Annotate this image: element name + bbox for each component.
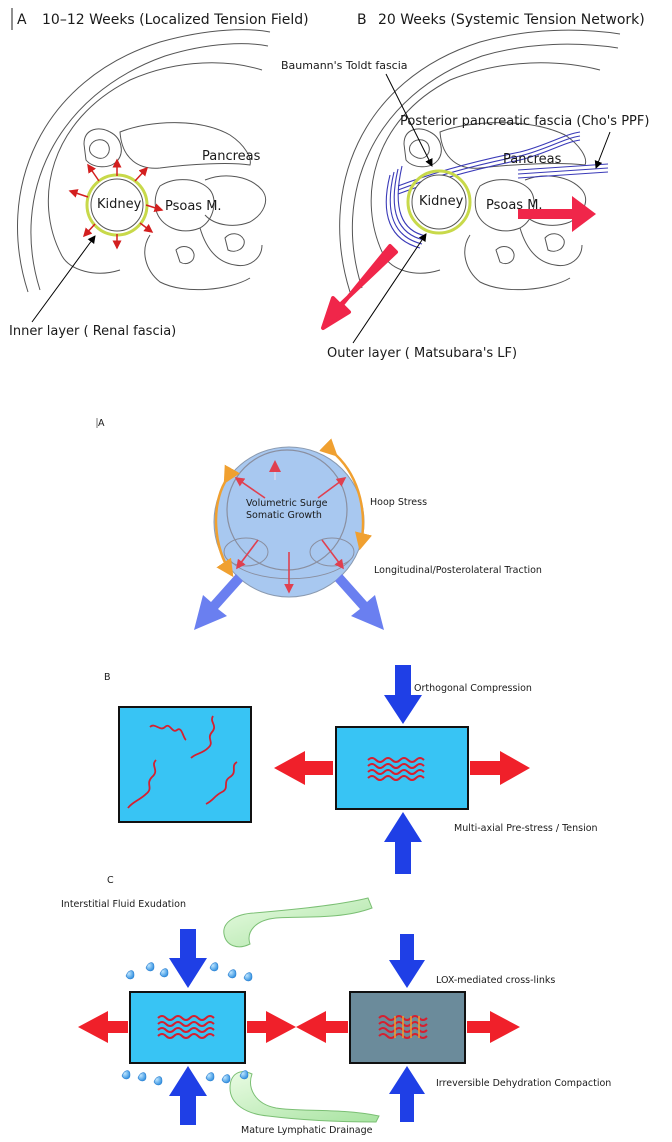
lox-label: LOX-mediated cross-links — [436, 975, 555, 986]
surge-line2: Somatic Growth — [246, 510, 322, 521]
prestress-label: Multi-axial Pre-stress / Tension — [454, 823, 598, 834]
ppf-label: Posterior pancreatic fascia (Cho's PPF) — [400, 114, 649, 129]
outer-layer-label: Outer layer ( Matsubara's LF) — [327, 346, 517, 361]
exudation-label: Interstitial Fluid Exudation — [61, 899, 186, 910]
inner-layer-label: Inner layer ( Renal fascia) — [9, 324, 176, 339]
anatomy-panel-b: B 20 Weeks (Systemic Tension Network) — [281, 12, 649, 361]
panel-a-title: 10–12 Weeks (Localized Tension Field) — [42, 12, 309, 28]
compression-label: Orthogonal Compression — [414, 683, 532, 694]
pancreas-label-b: Pancreas — [503, 152, 562, 167]
hoop-stress-label: Hoop Stress — [370, 497, 427, 508]
pancreas-label-a: Pancreas — [202, 149, 261, 164]
compaction-panel: C — [61, 875, 611, 1136]
kidney-label-a: Kidney — [97, 197, 142, 212]
panel-b-title: 20 Weeks (Systemic Tension Network) — [378, 12, 645, 28]
hoop-stress-panel: A Volumetric Surge Somatic Growth Hoop S… — [96, 418, 542, 630]
kidney-label-b: Kidney — [419, 194, 464, 209]
anatomy-panel-a: A 10–12 Weeks (Localized Tension Field) … — [9, 8, 309, 339]
surge-line1: Volumetric Surge — [246, 498, 328, 509]
prestress-panel: B Orthogonal Compression Multi-axial Pre… — [104, 665, 598, 874]
drainage-label: Mature Lymphatic Drainage — [241, 1125, 373, 1136]
panel-a-letter: A — [17, 12, 27, 28]
traction-label: Longitudinal/Posterolateral Traction — [374, 565, 542, 576]
psoas-label-a: Psoas M. — [165, 199, 222, 214]
hoop-panel-letter: A — [98, 418, 105, 429]
prestress-panel-letter: B — [104, 672, 111, 683]
toldt-label: Baumann's Toldt fascia — [281, 59, 408, 72]
compaction-panel-letter: C — [107, 875, 114, 886]
dehydration-label: Irreversible Dehydration Compaction — [436, 1078, 611, 1089]
panel-b-letter: B — [357, 12, 367, 28]
